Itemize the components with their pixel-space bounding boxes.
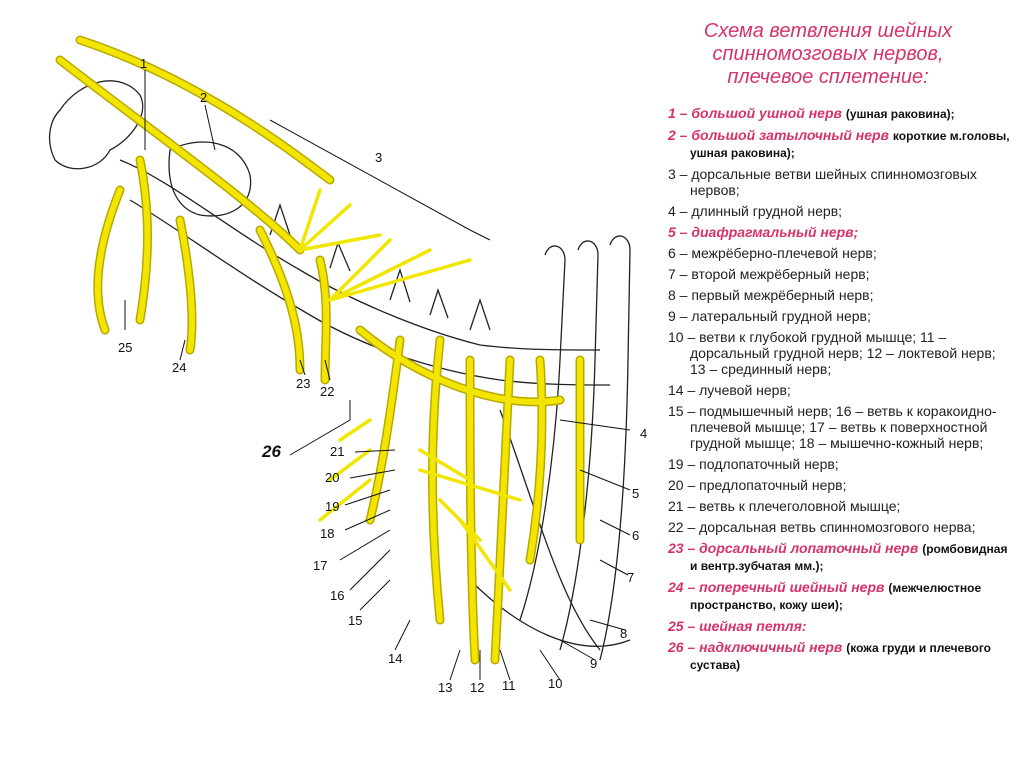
label-12: 12 <box>470 680 484 695</box>
legend-item: 15 – подмышечный нерв; 16 – ветвь к кора… <box>668 403 1013 451</box>
label-3: 3 <box>375 150 382 165</box>
label-2: 2 <box>200 90 207 105</box>
legend-item: 19 – подлопаточный нерв; <box>668 456 1013 472</box>
label-17: 17 <box>313 558 327 573</box>
legend-item: 26 – надключичный нерв (кожа груди и пле… <box>668 639 1013 673</box>
label-4: 4 <box>640 426 647 441</box>
legend-item-text: 15 – подмышечный нерв; 16 – ветвь к кора… <box>668 403 997 451</box>
legend-item: 20 – предлопаточный нерв; <box>668 477 1013 493</box>
title-line: плечевое сплетение: <box>727 66 929 88</box>
label-20: 20 <box>325 470 339 485</box>
legend-item-text: 9 – латеральный грудной нерв; <box>668 308 871 324</box>
label-16: 16 <box>330 588 344 603</box>
legend-item: 24 – поперечный шейный нерв (межчелюстно… <box>668 579 1013 613</box>
legend-item-text: 10 – ветви к глубокой грудной мышце; 11 … <box>668 329 996 377</box>
bracket-3 <box>269 119 491 241</box>
legend-list: 1 – большой ушной нерв (ушная раковина);… <box>668 105 1013 678</box>
legend-item-text: 3 – дорсальные ветви шейных спинномозгов… <box>668 166 977 198</box>
legend-item: 25 – шейная петля: <box>668 618 1013 634</box>
legend-item-text: 1 – большой ушной нерв <box>668 105 846 121</box>
label-10: 10 <box>548 676 562 691</box>
legend-item-text: 25 – шейная петля: <box>668 618 807 634</box>
legend-item-text: 2 – большой затылочный нерв <box>668 127 893 143</box>
legend-item-text: 5 – диафрагмальный нерв; <box>668 224 859 240</box>
skull-outline <box>48 80 144 170</box>
legend-item-note: (межчелюстное пространство, кожу шеи); <box>690 581 982 612</box>
slide-title: Схема ветвления шейных спинномозговых не… <box>668 20 988 89</box>
label-11: 11 <box>502 678 516 693</box>
legend-item-text: 19 – подлопаточный нерв; <box>668 456 839 472</box>
nerve-diagram: 1 2 3 4 5 6 7 8 9 10 11 12 13 14 15 16 1… <box>48 35 647 695</box>
legend-item: 8 – первый межрёберный нерв; <box>668 287 1013 303</box>
label-18: 18 <box>320 526 334 541</box>
legend-item: 1 – большой ушной нерв (ушная раковина); <box>668 105 1013 122</box>
legend-item: 9 – латеральный грудной нерв; <box>668 308 1013 324</box>
label-8: 8 <box>620 626 627 641</box>
legend-item-text: 7 – второй межрёберный нерв; <box>668 266 870 282</box>
bracket-26 <box>289 400 351 456</box>
vertebral-column <box>119 159 601 351</box>
label-9: 9 <box>590 656 597 671</box>
legend-item-text: 4 – длинный грудной нерв; <box>668 203 843 219</box>
label-14: 14 <box>388 651 402 666</box>
legend-item: 22 – дорсальная ветвь спинномозгового не… <box>668 519 1013 535</box>
legend-item: 6 – межрёберно-плечевой нерв; <box>668 245 1013 261</box>
label-6: 6 <box>632 528 639 543</box>
legend-item: 2 – большой затылочный нерв короткие м.г… <box>668 127 1013 161</box>
label-19: 19 <box>325 499 339 514</box>
legend-item-text: 6 – межрёберно-плечевой нерв; <box>668 245 877 261</box>
label-15: 15 <box>348 613 362 628</box>
legend-item-note: (кожа груди и плечевого сустава) <box>690 641 991 672</box>
legend-item: 21 – ветвь к плечеголовной мышце; <box>668 498 1013 514</box>
legend-item-text: 26 – надключичный нерв <box>668 639 847 655</box>
title-line: спинномозговых нервов, <box>712 43 944 65</box>
label-5: 5 <box>632 486 639 501</box>
legend-item-text: 24 – поперечный шейный нерв <box>668 579 889 595</box>
legend-item-text: 21 – ветвь к плечеголовной мышце; <box>668 498 901 514</box>
label-1: 1 <box>140 56 147 71</box>
label-23: 23 <box>296 376 310 391</box>
legend-item: 10 – ветви к глубокой грудной мышце; 11 … <box>668 329 1013 377</box>
legend-item: 3 – дорсальные ветви шейных спинномозгов… <box>668 166 1013 198</box>
label-22: 22 <box>320 384 334 399</box>
title-line: Схема ветвления шейных <box>703 20 953 42</box>
label-26: 26 <box>261 442 281 461</box>
legend-item: 7 – второй межрёберный нерв; <box>668 266 1013 282</box>
legend-item: 4 – длинный грудной нерв; <box>668 203 1013 219</box>
legend-item-text: 14 – лучевой нерв; <box>668 382 791 398</box>
legend-item: 23 – дорсальный лопаточный нерв (ромбови… <box>668 540 1013 574</box>
legend-item-note: короткие м.головы, ушная раковина); <box>690 129 1010 160</box>
legend-item-text: 23 – дорсальный лопаточный нерв <box>668 540 923 556</box>
atlas-outline <box>168 141 252 217</box>
legend-item: 5 – диафрагмальный нерв; <box>668 224 1013 240</box>
legend-item-text: 20 – предлопаточный нерв; <box>668 477 847 493</box>
label-21: 21 <box>330 444 344 459</box>
legend-item-text: 8 – первый межрёберный нерв; <box>668 287 874 303</box>
legend-item-text: 22 – дорсальная ветвь спинномозгового не… <box>668 519 976 535</box>
ribs <box>469 235 631 661</box>
label-24: 24 <box>172 360 186 375</box>
leader-lines <box>124 70 631 681</box>
nerve-branches <box>55 35 585 665</box>
label-7: 7 <box>627 570 634 585</box>
figure-labels: 1 2 3 4 5 6 7 8 9 10 11 12 13 14 15 16 1… <box>118 56 647 695</box>
legend-item-note: (ромбовидная и вентр.зубчатая мм.); <box>690 542 1008 573</box>
legend-item-note: (ушная раковина); <box>845 107 955 121</box>
legend-item: 14 – лучевой нерв; <box>668 382 1013 398</box>
label-13: 13 <box>438 680 452 695</box>
label-25: 25 <box>118 340 132 355</box>
